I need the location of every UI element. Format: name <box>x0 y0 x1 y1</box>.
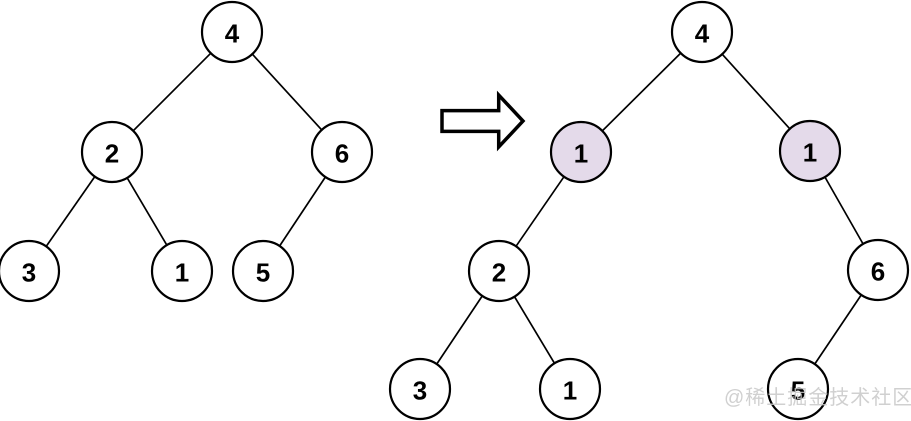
tree-node-after-b1: 1 <box>538 357 602 421</box>
tree-node-circle <box>231 239 295 303</box>
tree-node-circle-highlighted <box>549 120 613 184</box>
tree-edge-b1l-b2 <box>515 176 565 247</box>
tree-after: 4 1 1 2 6 3 1 5 <box>388 0 910 421</box>
watermark: @稀土掘金技术社区 <box>724 386 911 409</box>
tree-node-circle <box>388 357 452 421</box>
tree-node-after-b3: 3 <box>388 357 452 421</box>
tree-edge-a4-a6 <box>251 53 323 131</box>
tree-edge-a4-a2 <box>132 52 212 132</box>
tree-node-label: 4 <box>695 19 710 49</box>
tree-node-circle-highlighted <box>778 119 842 183</box>
tree-node-after-b6: 6 <box>846 238 910 302</box>
tree-node-circle <box>670 0 734 64</box>
tree-node-after-b5: 5 <box>766 357 830 421</box>
tree-node-before-a5: 5 <box>231 239 295 303</box>
tree-node-label: 3 <box>22 258 36 288</box>
tree-node-circle <box>0 239 61 303</box>
tree-node-label: 6 <box>335 139 349 169</box>
tree-node-label: 1 <box>803 138 817 168</box>
tree-node-circle <box>538 357 602 421</box>
tree-node-after-b2: 2 <box>467 239 531 303</box>
tree-edge-b4-b1l <box>601 52 682 132</box>
tree-node-after-b1l: 1 <box>549 120 613 184</box>
tree-node-circle <box>80 120 144 184</box>
right-arrow-icon <box>440 90 526 152</box>
tree-node-circle <box>310 120 374 184</box>
tree-edge-b6-b5 <box>813 294 863 365</box>
tree-node-label: 4 <box>225 19 240 49</box>
tree-node-circle <box>766 357 830 421</box>
tree-node-circle <box>200 0 264 64</box>
tree-node-before-a3: 3 <box>0 239 61 303</box>
tree-node-circle <box>150 239 214 303</box>
tree-edge-b2-b1 <box>513 296 556 364</box>
tree-node-label: 5 <box>791 376 805 406</box>
tree-edge-a6-a5 <box>278 176 327 247</box>
tree-node-label: 1 <box>563 376 577 406</box>
tree-edge-b2-b3 <box>435 295 484 365</box>
tree-node-label: 1 <box>175 258 189 288</box>
tree-node-circle <box>467 239 531 303</box>
tree-node-label: 1 <box>574 139 588 169</box>
tree-node-label: 3 <box>413 376 427 406</box>
tree-edge-b1r-b6 <box>824 176 864 245</box>
tree-node-after-b1r: 1 <box>778 119 842 183</box>
tree-before: 4 2 6 3 1 5 <box>0 0 374 303</box>
tree-node-before-a4: 4 <box>200 0 264 64</box>
tree-node-before-a2: 2 <box>80 120 144 184</box>
tree-node-label: 5 <box>256 258 270 288</box>
tree-edge-a2-a3 <box>45 176 96 247</box>
tree-node-before-a1: 1 <box>150 239 214 303</box>
tree-node-label: 2 <box>105 139 119 169</box>
tree-edge-a2-a1 <box>126 177 168 246</box>
tree-node-label: 6 <box>871 257 885 287</box>
tree-node-label: 2 <box>492 258 506 288</box>
tree-node-circle <box>846 238 910 302</box>
tree-edge-b4-b1r <box>721 53 791 130</box>
tree-node-after-b4: 4 <box>670 0 734 64</box>
tree-node-before-a6: 6 <box>310 120 374 184</box>
